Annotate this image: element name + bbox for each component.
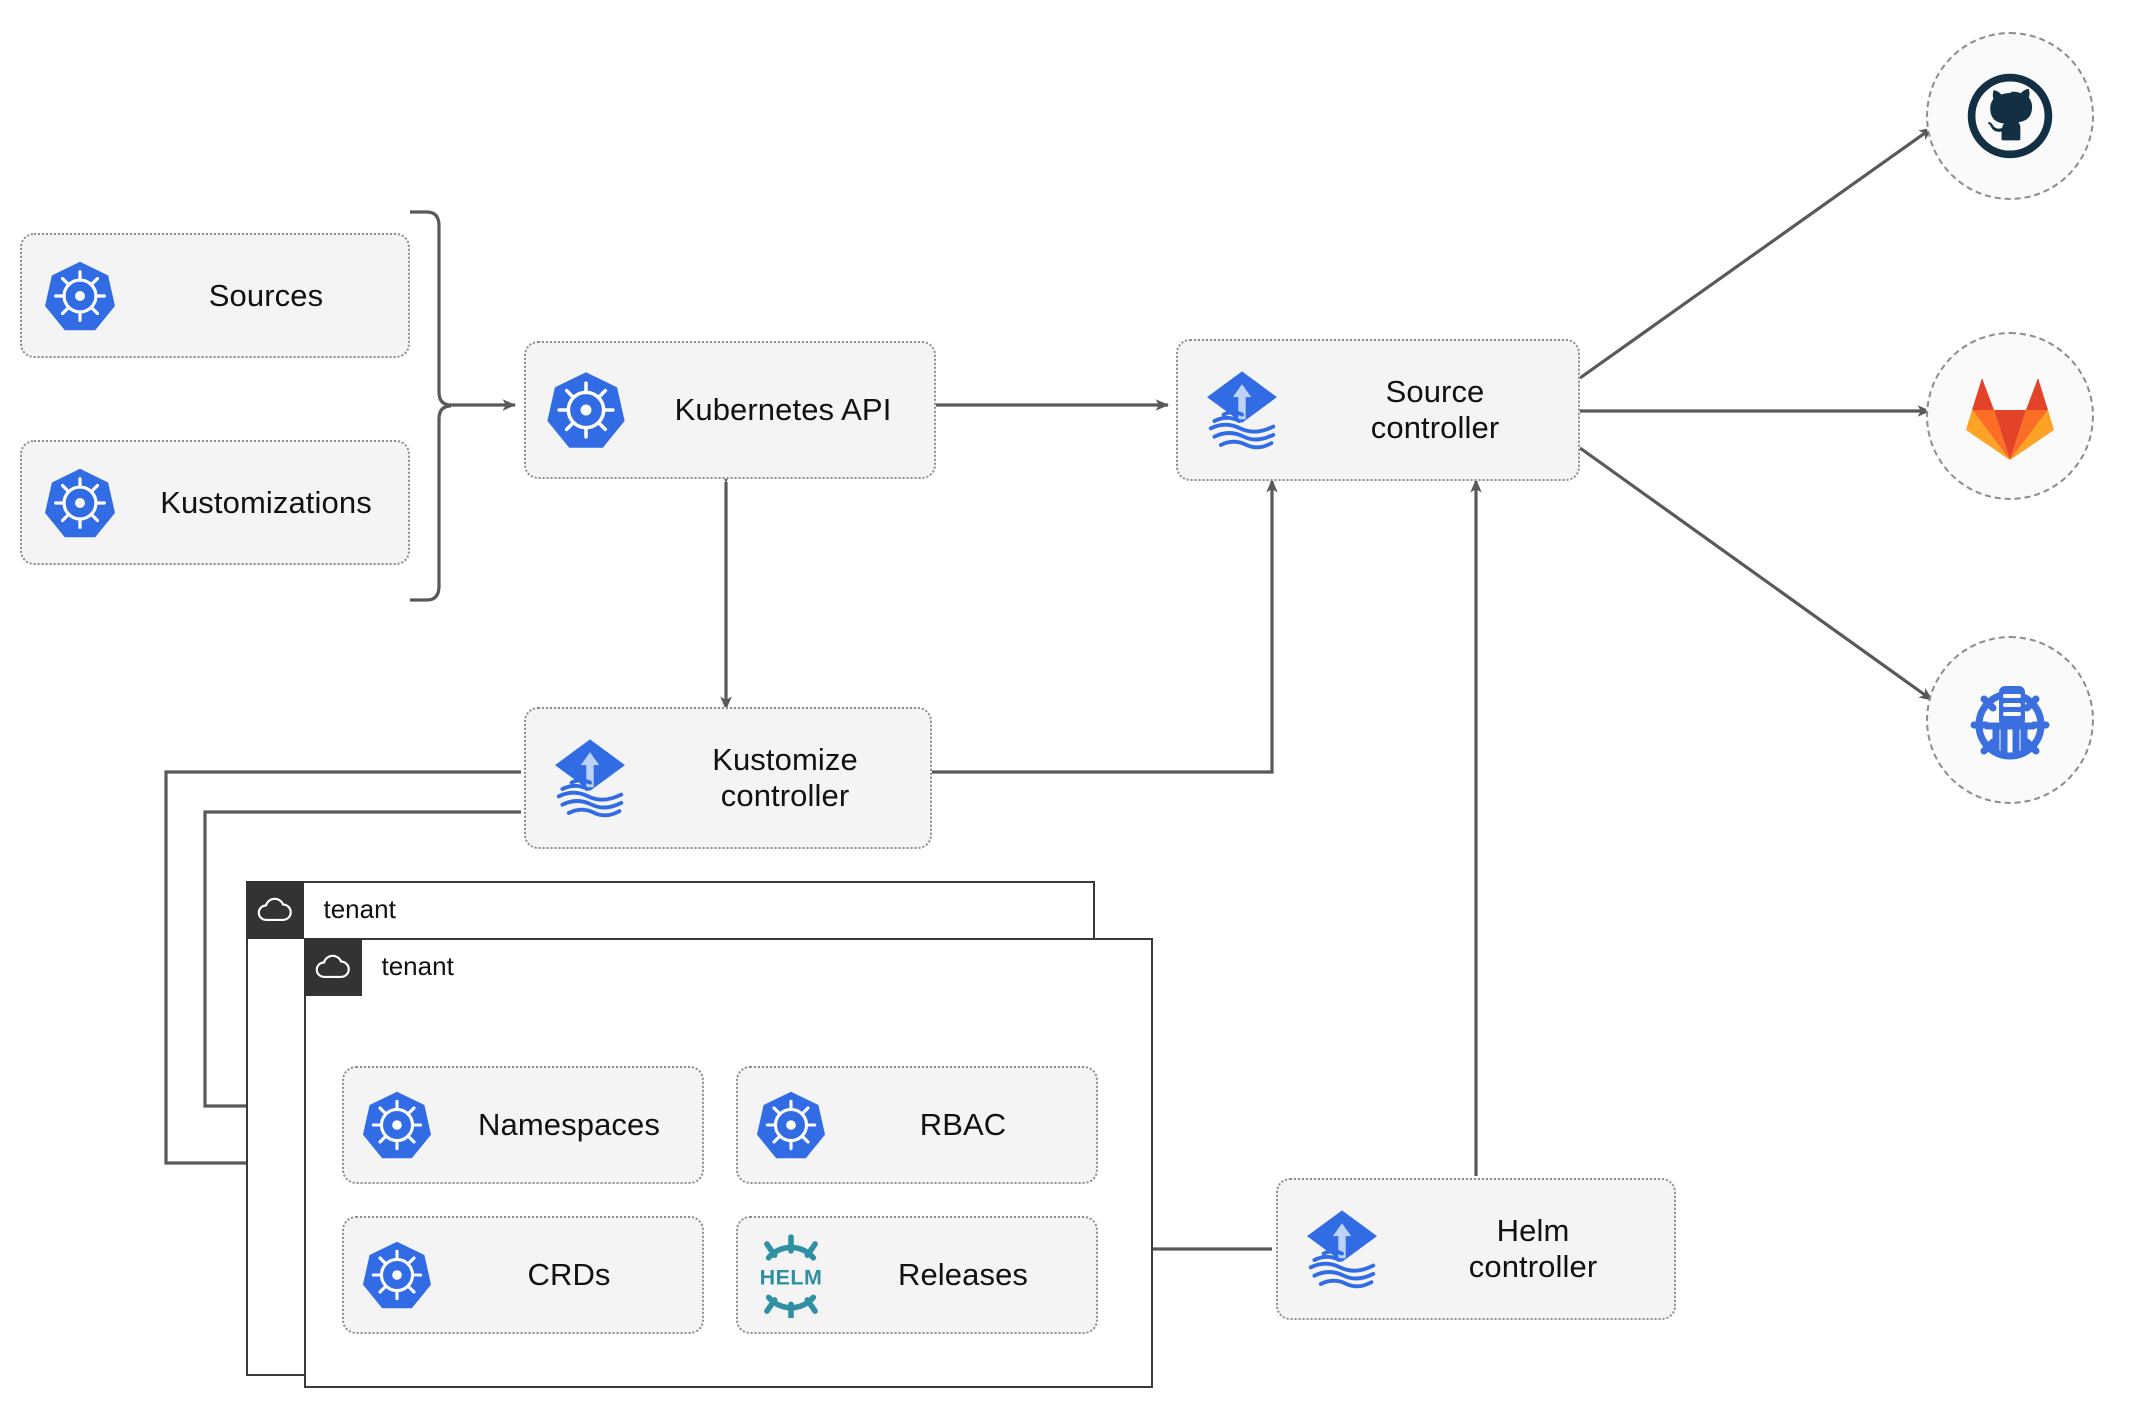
flux-icon [1278, 1203, 1406, 1295]
node-releases[interactable]: HELM Releases [736, 1216, 1098, 1334]
tenant-header: tenant [245, 880, 396, 939]
kubernetes-icon [344, 1088, 450, 1162]
svg-text:HELM: HELM [760, 1265, 823, 1289]
helm-repository-icon [1970, 686, 2050, 760]
flux-icon [526, 732, 654, 824]
node-sources[interactable]: Sources [20, 233, 410, 358]
node-label: Kustomizations [160, 484, 372, 520]
node-label: Source controller [1306, 374, 1578, 446]
node-kubernetes-api[interactable]: Kubernetes API [524, 341, 936, 479]
kubernetes-icon [344, 1238, 450, 1312]
node-label: Namespaces [478, 1107, 660, 1143]
node-namespaces[interactable]: Namespaces [342, 1066, 704, 1184]
node-label-line2: controller [720, 778, 850, 813]
node-label: Releases [897, 1257, 1029, 1293]
kubernetes-icon [526, 368, 646, 452]
kubernetes-icon [22, 465, 138, 541]
node-label: Kustomize controller [654, 742, 930, 814]
node-kustomize-controller[interactable]: Kustomize controller [524, 707, 932, 849]
node-label: Sources [208, 277, 324, 313]
node-label-line1: Source [1385, 374, 1485, 410]
group-brace [410, 210, 452, 602]
node-label-line1: Kustomize [712, 742, 858, 778]
node-kustomizations[interactable]: Kustomizations [20, 440, 410, 565]
node-label: RBAC [919, 1107, 1007, 1143]
provider-gitlab[interactable] [1926, 332, 2094, 500]
cloud-icon [245, 880, 304, 939]
tenant-label: tenant [323, 894, 396, 924]
node-helm-controller[interactable]: Helm controller [1276, 1178, 1676, 1320]
tenant-header: tenant [303, 937, 454, 996]
node-rbac[interactable]: RBAC [736, 1066, 1098, 1184]
cloud-icon [303, 937, 362, 996]
node-label-line2: controller [1468, 1249, 1598, 1284]
helm-icon: HELM [738, 1232, 844, 1318]
flux-icon [1178, 364, 1306, 456]
kubernetes-icon [22, 258, 138, 334]
node-crds[interactable]: CRDs [342, 1216, 704, 1334]
tenant-frame-front[interactable]: tenant Namespaces [303, 937, 1153, 1388]
tenant-label: tenant [381, 951, 454, 981]
node-label-line2: controller [1370, 410, 1500, 445]
provider-github[interactable] [1926, 32, 2094, 200]
node-label-line1: Helm [1496, 1213, 1570, 1249]
node-label: CRDs [527, 1257, 611, 1293]
node-label: Kubernetes API [674, 392, 892, 428]
node-source-controller[interactable]: Source controller [1176, 339, 1580, 481]
node-label: Helm controller [1406, 1213, 1674, 1285]
github-icon [1967, 73, 2053, 159]
provider-helm-repository[interactable] [1926, 636, 2094, 804]
kubernetes-icon [738, 1088, 844, 1162]
gitlab-icon [1966, 378, 2054, 460]
